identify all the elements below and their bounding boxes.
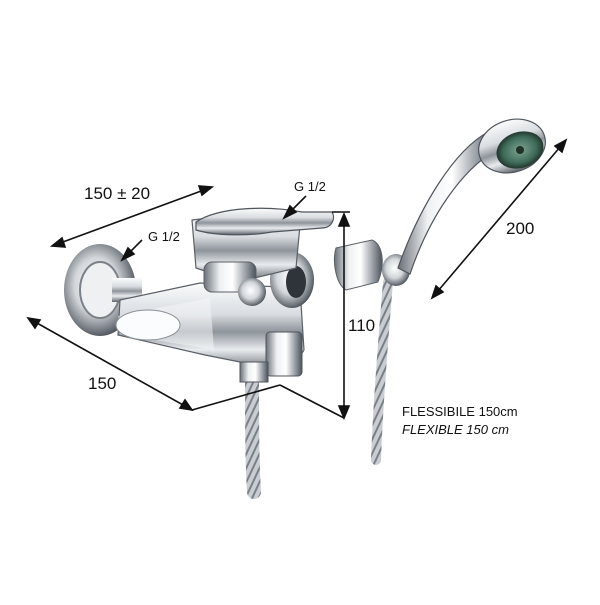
leader-g-left (120, 239, 143, 262)
dim-label-wall-spacing: 150 ± 20 (84, 184, 151, 203)
dim-line-hand-shower (430, 138, 568, 300)
faucet-body (115, 211, 314, 383)
connection-label-left: G 1/2 (148, 229, 180, 244)
dim-line-depth (26, 316, 281, 412)
hand-shower (397, 118, 546, 275)
lever-handle (195, 207, 335, 236)
hose-shower (371, 277, 393, 465)
leader-g-top (282, 195, 307, 220)
hose-lower (245, 365, 261, 499)
hose-note-english: FLEXIBLE 150 cm (402, 422, 509, 437)
dim-label-hand-shower: 200 (506, 219, 535, 238)
dim-label-height: 110 (348, 316, 376, 335)
wall-connector-left (64, 244, 142, 336)
dim-line-height (279, 211, 351, 421)
dim-label-depth: 150 (88, 374, 117, 393)
dim-line-wall-spacing (49, 185, 215, 248)
hose-note-italian: FLESSIBILE 150cm (402, 404, 518, 419)
connection-label-top: G 1/2 (294, 179, 326, 194)
